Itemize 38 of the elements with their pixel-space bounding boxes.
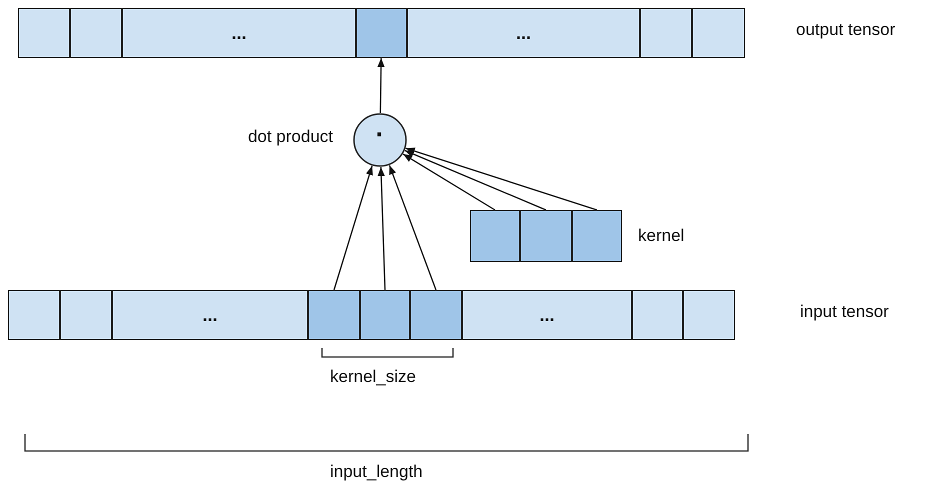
arrow <box>388 165 437 290</box>
tensor-cell <box>632 290 683 340</box>
arrow <box>377 58 385 114</box>
tensor-cell <box>640 8 692 58</box>
ellipsis-text: ... <box>516 22 531 44</box>
arrow <box>333 166 373 290</box>
arrow <box>378 166 386 290</box>
tensor-cell <box>360 290 410 340</box>
tensor-cell <box>122 8 356 58</box>
dimension-label: input_length <box>330 462 423 482</box>
ellipsis-text: ... <box>231 22 246 44</box>
tensor-cell <box>520 210 572 262</box>
tensor-cell <box>692 8 745 58</box>
arrow <box>406 148 598 211</box>
tensor-cell <box>407 8 640 58</box>
tensor-cell <box>308 290 360 340</box>
tensor-cell <box>112 290 308 340</box>
operator-circle <box>353 113 407 167</box>
dimension-label: kernel_size <box>330 367 416 387</box>
operator-caption: dot product <box>248 127 333 147</box>
tensor-cell <box>60 290 112 340</box>
tensor-cell <box>470 210 520 262</box>
tensor-cell <box>572 210 622 262</box>
arrow <box>402 153 496 211</box>
tensor-cell <box>462 290 632 340</box>
tensor-cell <box>410 290 462 340</box>
kernel-label: kernel <box>638 226 684 246</box>
ellipsis-text: ... <box>202 304 218 326</box>
tensor-cell <box>18 8 70 58</box>
tensor-label: input tensor <box>800 302 889 322</box>
tensor-cell <box>70 8 122 58</box>
ellipsis-text: ... <box>539 304 554 326</box>
operator-symbol: · <box>376 124 384 144</box>
arrow <box>404 150 546 211</box>
tensor-cell <box>683 290 735 340</box>
tensor-cell <box>356 8 407 58</box>
tensor-label: output tensor <box>796 20 896 40</box>
tensor-cell <box>8 290 60 340</box>
